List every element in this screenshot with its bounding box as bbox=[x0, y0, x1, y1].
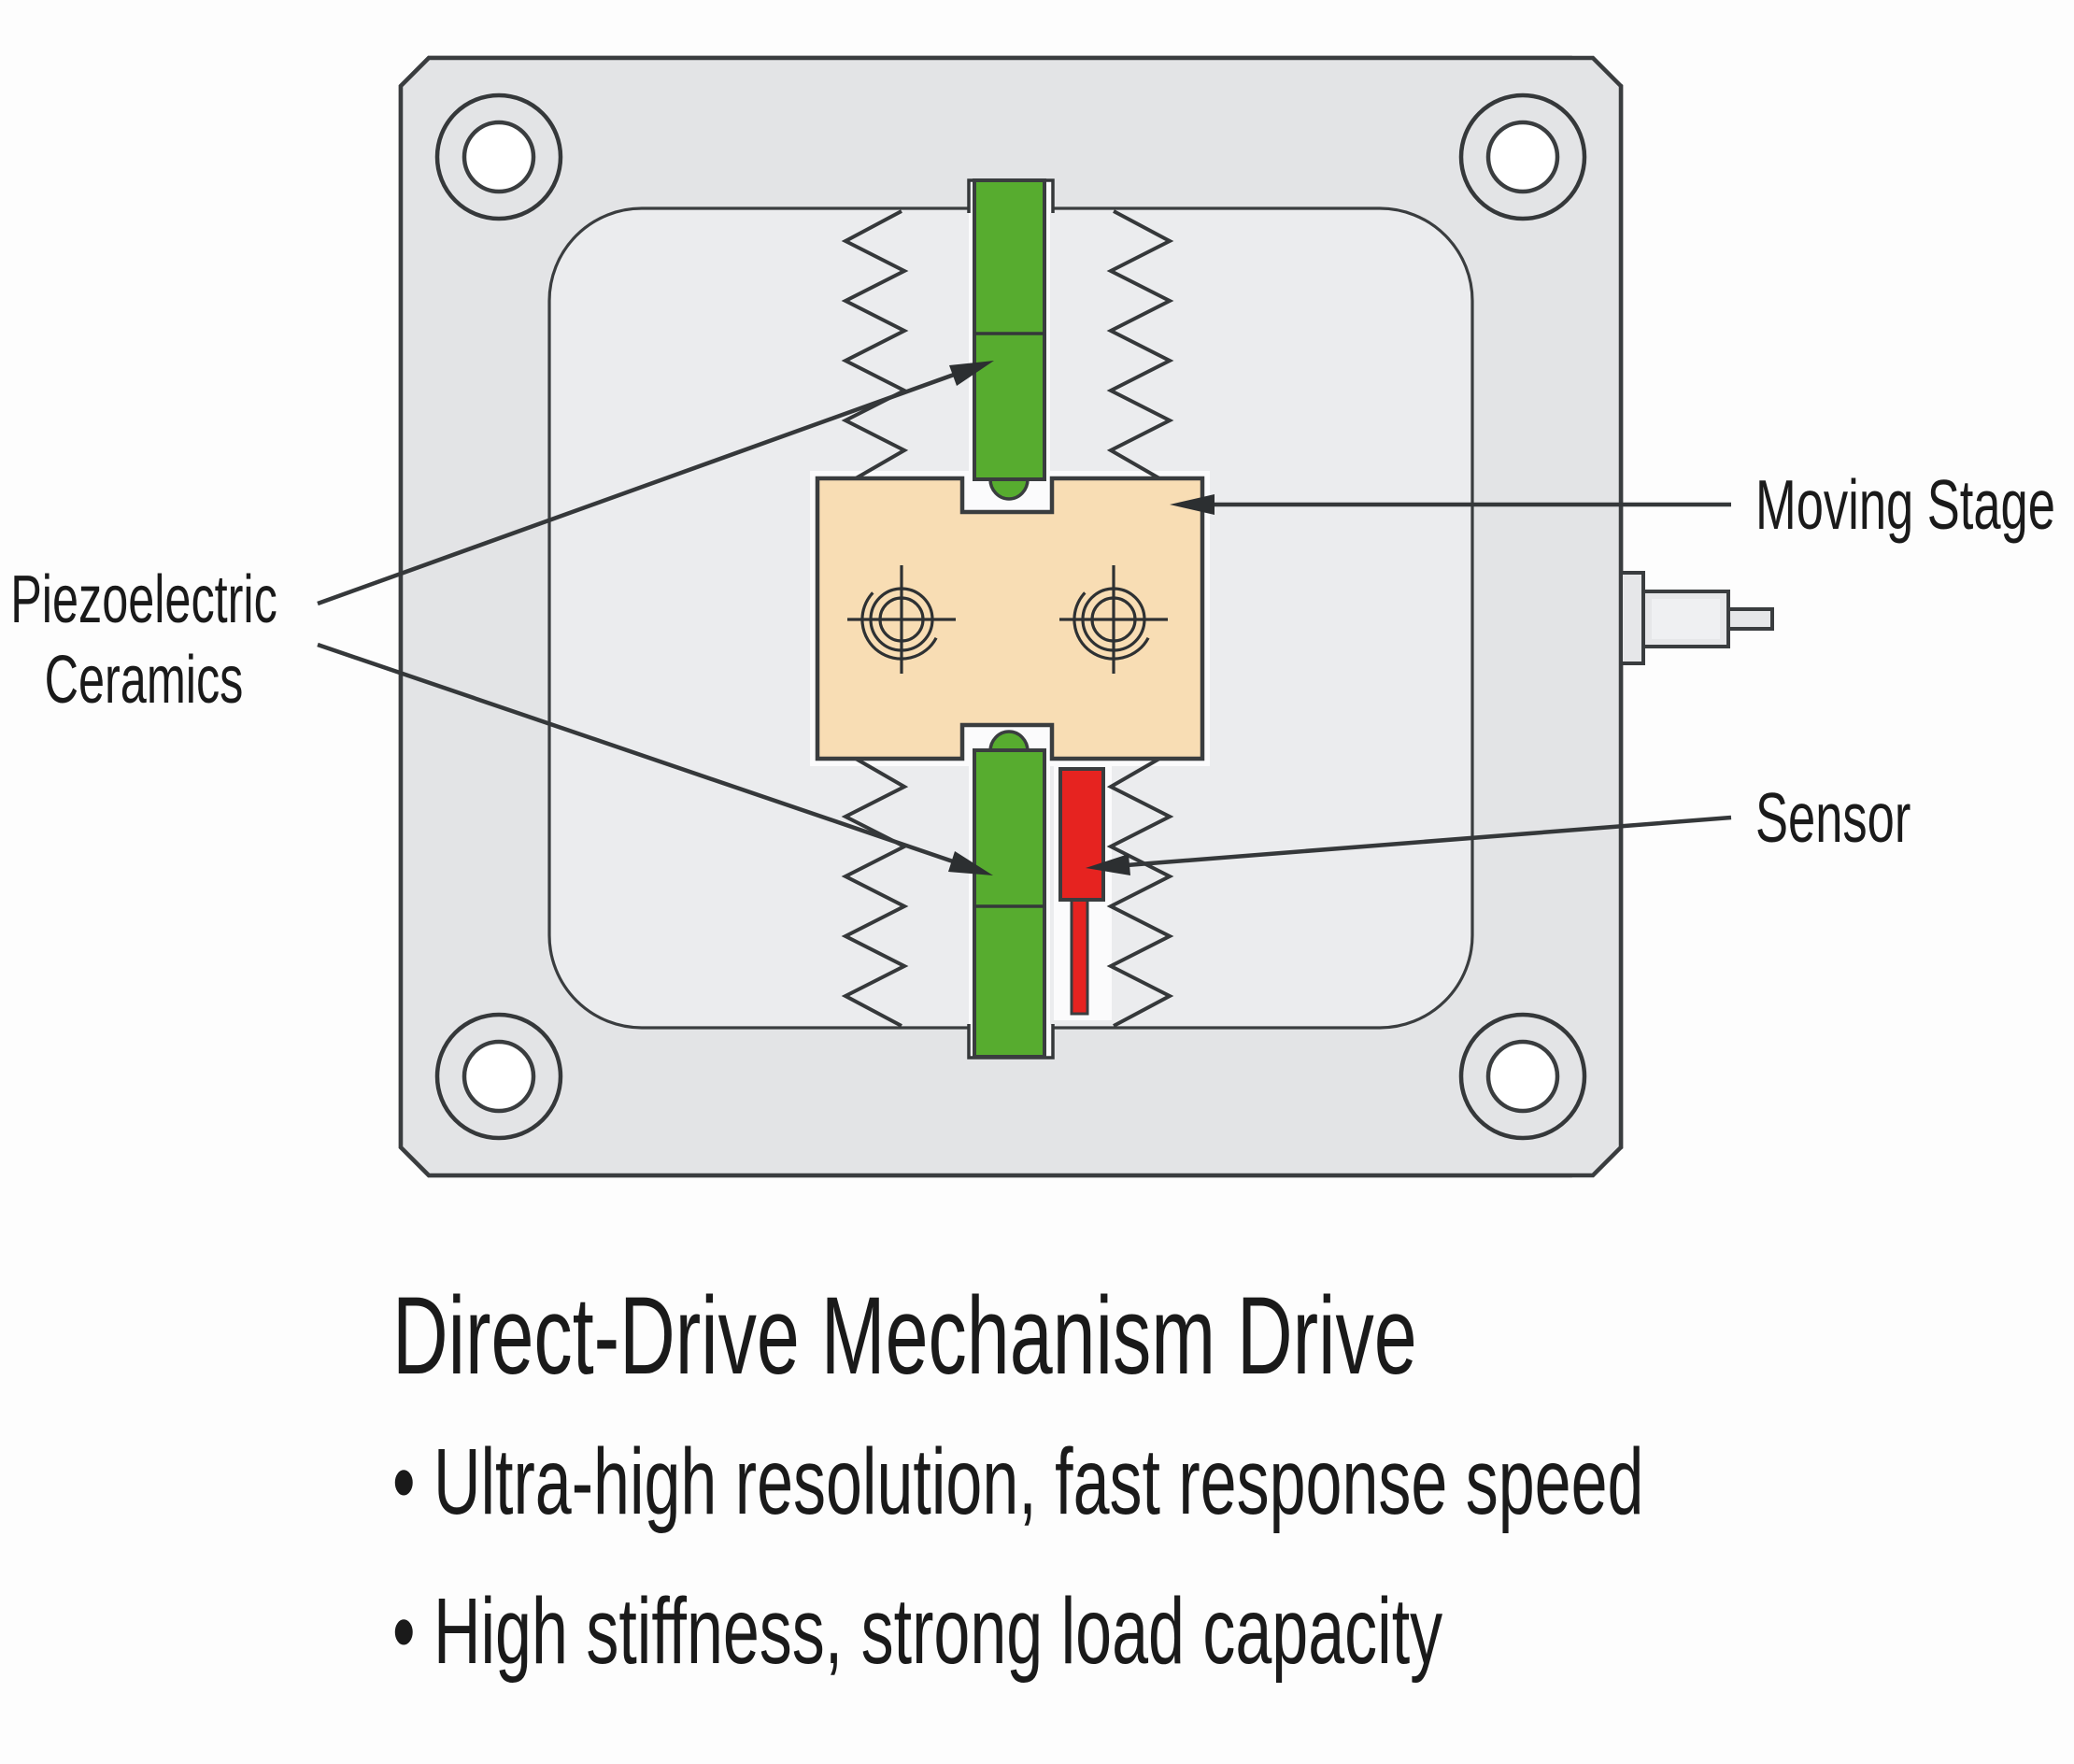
label-piezoelectric-line2: Ceramics bbox=[45, 643, 244, 718]
label-moving-stage: Moving Stage bbox=[1755, 465, 2055, 545]
spring-top-left bbox=[841, 209, 909, 480]
caption-bullet-1: • Ultra-high resolution, fast response s… bbox=[392, 1430, 1643, 1534]
bottom-piezo-ceramic bbox=[973, 748, 1046, 1059]
top-piezo-ceramic bbox=[973, 178, 1046, 481]
sensor-body bbox=[1058, 767, 1105, 902]
bolt-hole-bottom-right bbox=[1458, 1012, 1587, 1141]
spring-top-right bbox=[1106, 209, 1174, 480]
spring-bottom-left bbox=[841, 757, 909, 1028]
leader-sensor bbox=[1086, 815, 1732, 875]
arrowhead-moving-stage bbox=[1170, 494, 1215, 515]
screw-symbol-left bbox=[847, 565, 956, 674]
bolt-hole-bottom-left bbox=[434, 1012, 563, 1141]
label-piezoelectric-line1: Piezoelectric bbox=[10, 562, 277, 637]
connector-pin bbox=[1726, 607, 1774, 631]
connector-flange bbox=[1619, 571, 1645, 665]
side-connector bbox=[1619, 571, 1774, 665]
label-sensor: Sensor bbox=[1755, 778, 1911, 858]
caption-title: Direct-Drive Mechanism Drive bbox=[392, 1273, 1417, 1397]
bolt-hole-top-left bbox=[434, 92, 563, 221]
moving-stage-block bbox=[815, 476, 1205, 761]
leader-piezo-lower bbox=[317, 642, 993, 875]
spring-bottom-right bbox=[1106, 757, 1174, 1028]
screw-symbol-right bbox=[1059, 565, 1168, 674]
connector-body-face bbox=[1652, 599, 1720, 639]
caption-bullet-2: • High stiffness, strong load capacity bbox=[392, 1580, 1442, 1684]
arrowhead-piezo-lower bbox=[948, 851, 993, 875]
arrowhead-piezo-upper bbox=[949, 361, 994, 386]
sensor-stem bbox=[1070, 895, 1089, 1016]
arrowhead-sensor bbox=[1086, 854, 1130, 875]
bolt-hole-top-right bbox=[1458, 92, 1587, 221]
leader-moving-stage bbox=[1170, 494, 1731, 515]
leader-piezo-upper bbox=[317, 361, 994, 606]
